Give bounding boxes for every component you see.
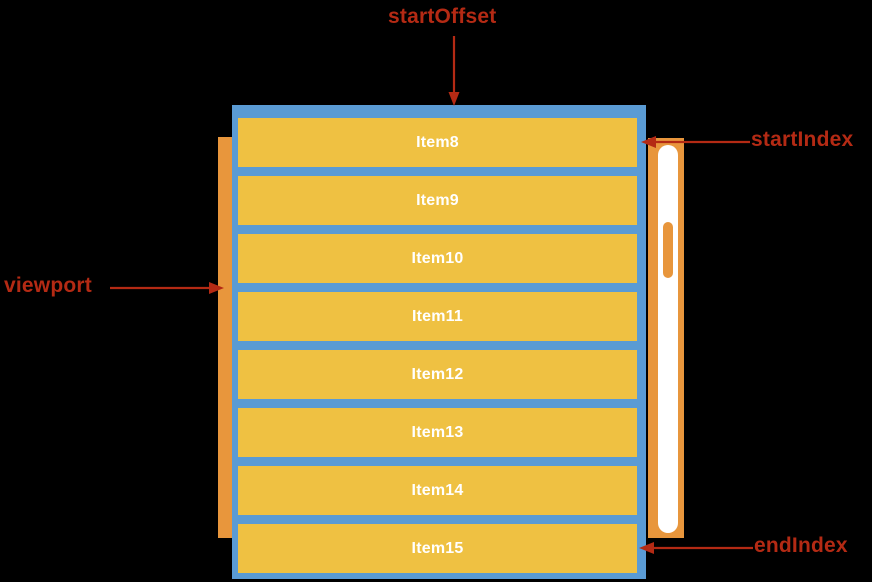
annotation-label-end-index: endIndex — [754, 534, 848, 557]
list-item-label: Item15 — [411, 539, 464, 557]
list-item-label: Item14 — [411, 481, 464, 499]
list-item-label: Item12 — [411, 365, 464, 383]
arrow-start-offset-icon — [448, 36, 460, 106]
list-item[interactable]: Item10 — [238, 234, 637, 283]
arrow-viewport-icon — [110, 282, 224, 294]
annotation-label-start-offset: startOffset — [388, 5, 497, 28]
annotation-label-start-index: startIndex — [751, 128, 854, 151]
list-item-label: Item10 — [411, 249, 464, 267]
list-item[interactable]: Item12 — [238, 350, 637, 399]
arrow-end-index-icon — [639, 542, 753, 554]
list-item-label: Item11 — [411, 307, 463, 325]
scrollbar-thumb[interactable] — [663, 222, 673, 278]
arrow-start-index-icon — [641, 136, 750, 148]
viewport-extent-bar-left — [218, 137, 233, 538]
list-item-label: Item8 — [416, 133, 459, 151]
list-item[interactable]: Item13 — [238, 408, 637, 457]
list-item-label: Item9 — [416, 191, 459, 209]
list-item[interactable]: Item14 — [238, 466, 637, 515]
list-item[interactable]: Item9 — [238, 176, 637, 225]
list-item[interactable]: Item15 — [238, 524, 637, 573]
annotation-label-viewport: viewport — [4, 274, 92, 297]
list-item[interactable]: Item11 — [238, 292, 637, 341]
list-item-label: Item13 — [411, 423, 464, 441]
scrollbar-track[interactable] — [658, 145, 678, 533]
list-item[interactable]: Item8 — [238, 118, 637, 167]
